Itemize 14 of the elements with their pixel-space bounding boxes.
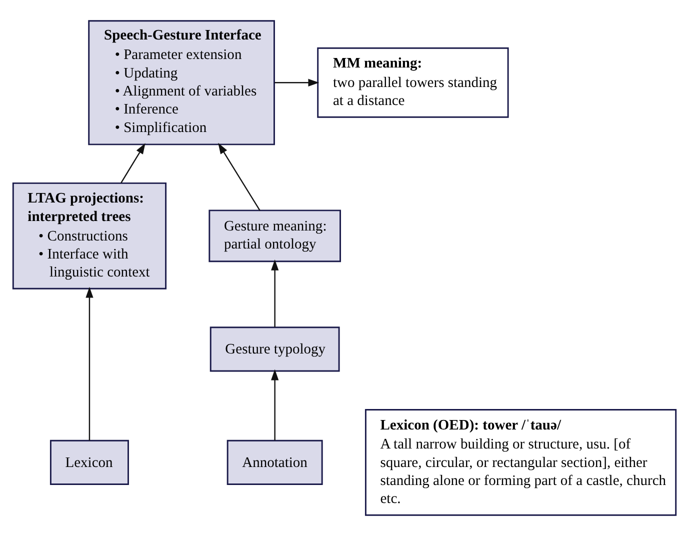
arrow — [271, 259, 279, 327]
node-box: Annotation — [226, 439, 323, 484]
arrow — [271, 368, 279, 440]
node-box: Lexicon (OED): tower /ˈtauə/ A tall narrow building or structure, usu. [of square, circular, or rectangular section], either standing alone or forming part of a castle, church etc. — [364, 408, 677, 516]
node-box: MM meaning: two parallel towers standing at a distance — [317, 46, 509, 118]
node-box: LTAG projections: interpreted trees • Constructions • Interface with linguistic context — [12, 182, 167, 289]
node-box: Lexicon — [50, 439, 129, 484]
node-box: Speech-Gesture Interface • Parameter extension • Updating • Alignment of variables • Inference • Simplification — [88, 20, 275, 145]
arrow — [218, 142, 260, 210]
arrow — [274, 78, 320, 86]
node-box: Gesture meaning: partial ontology — [208, 209, 341, 262]
arrow — [86, 286, 94, 440]
arrow — [120, 142, 146, 183]
node-box: Gesture typology — [210, 326, 340, 372]
